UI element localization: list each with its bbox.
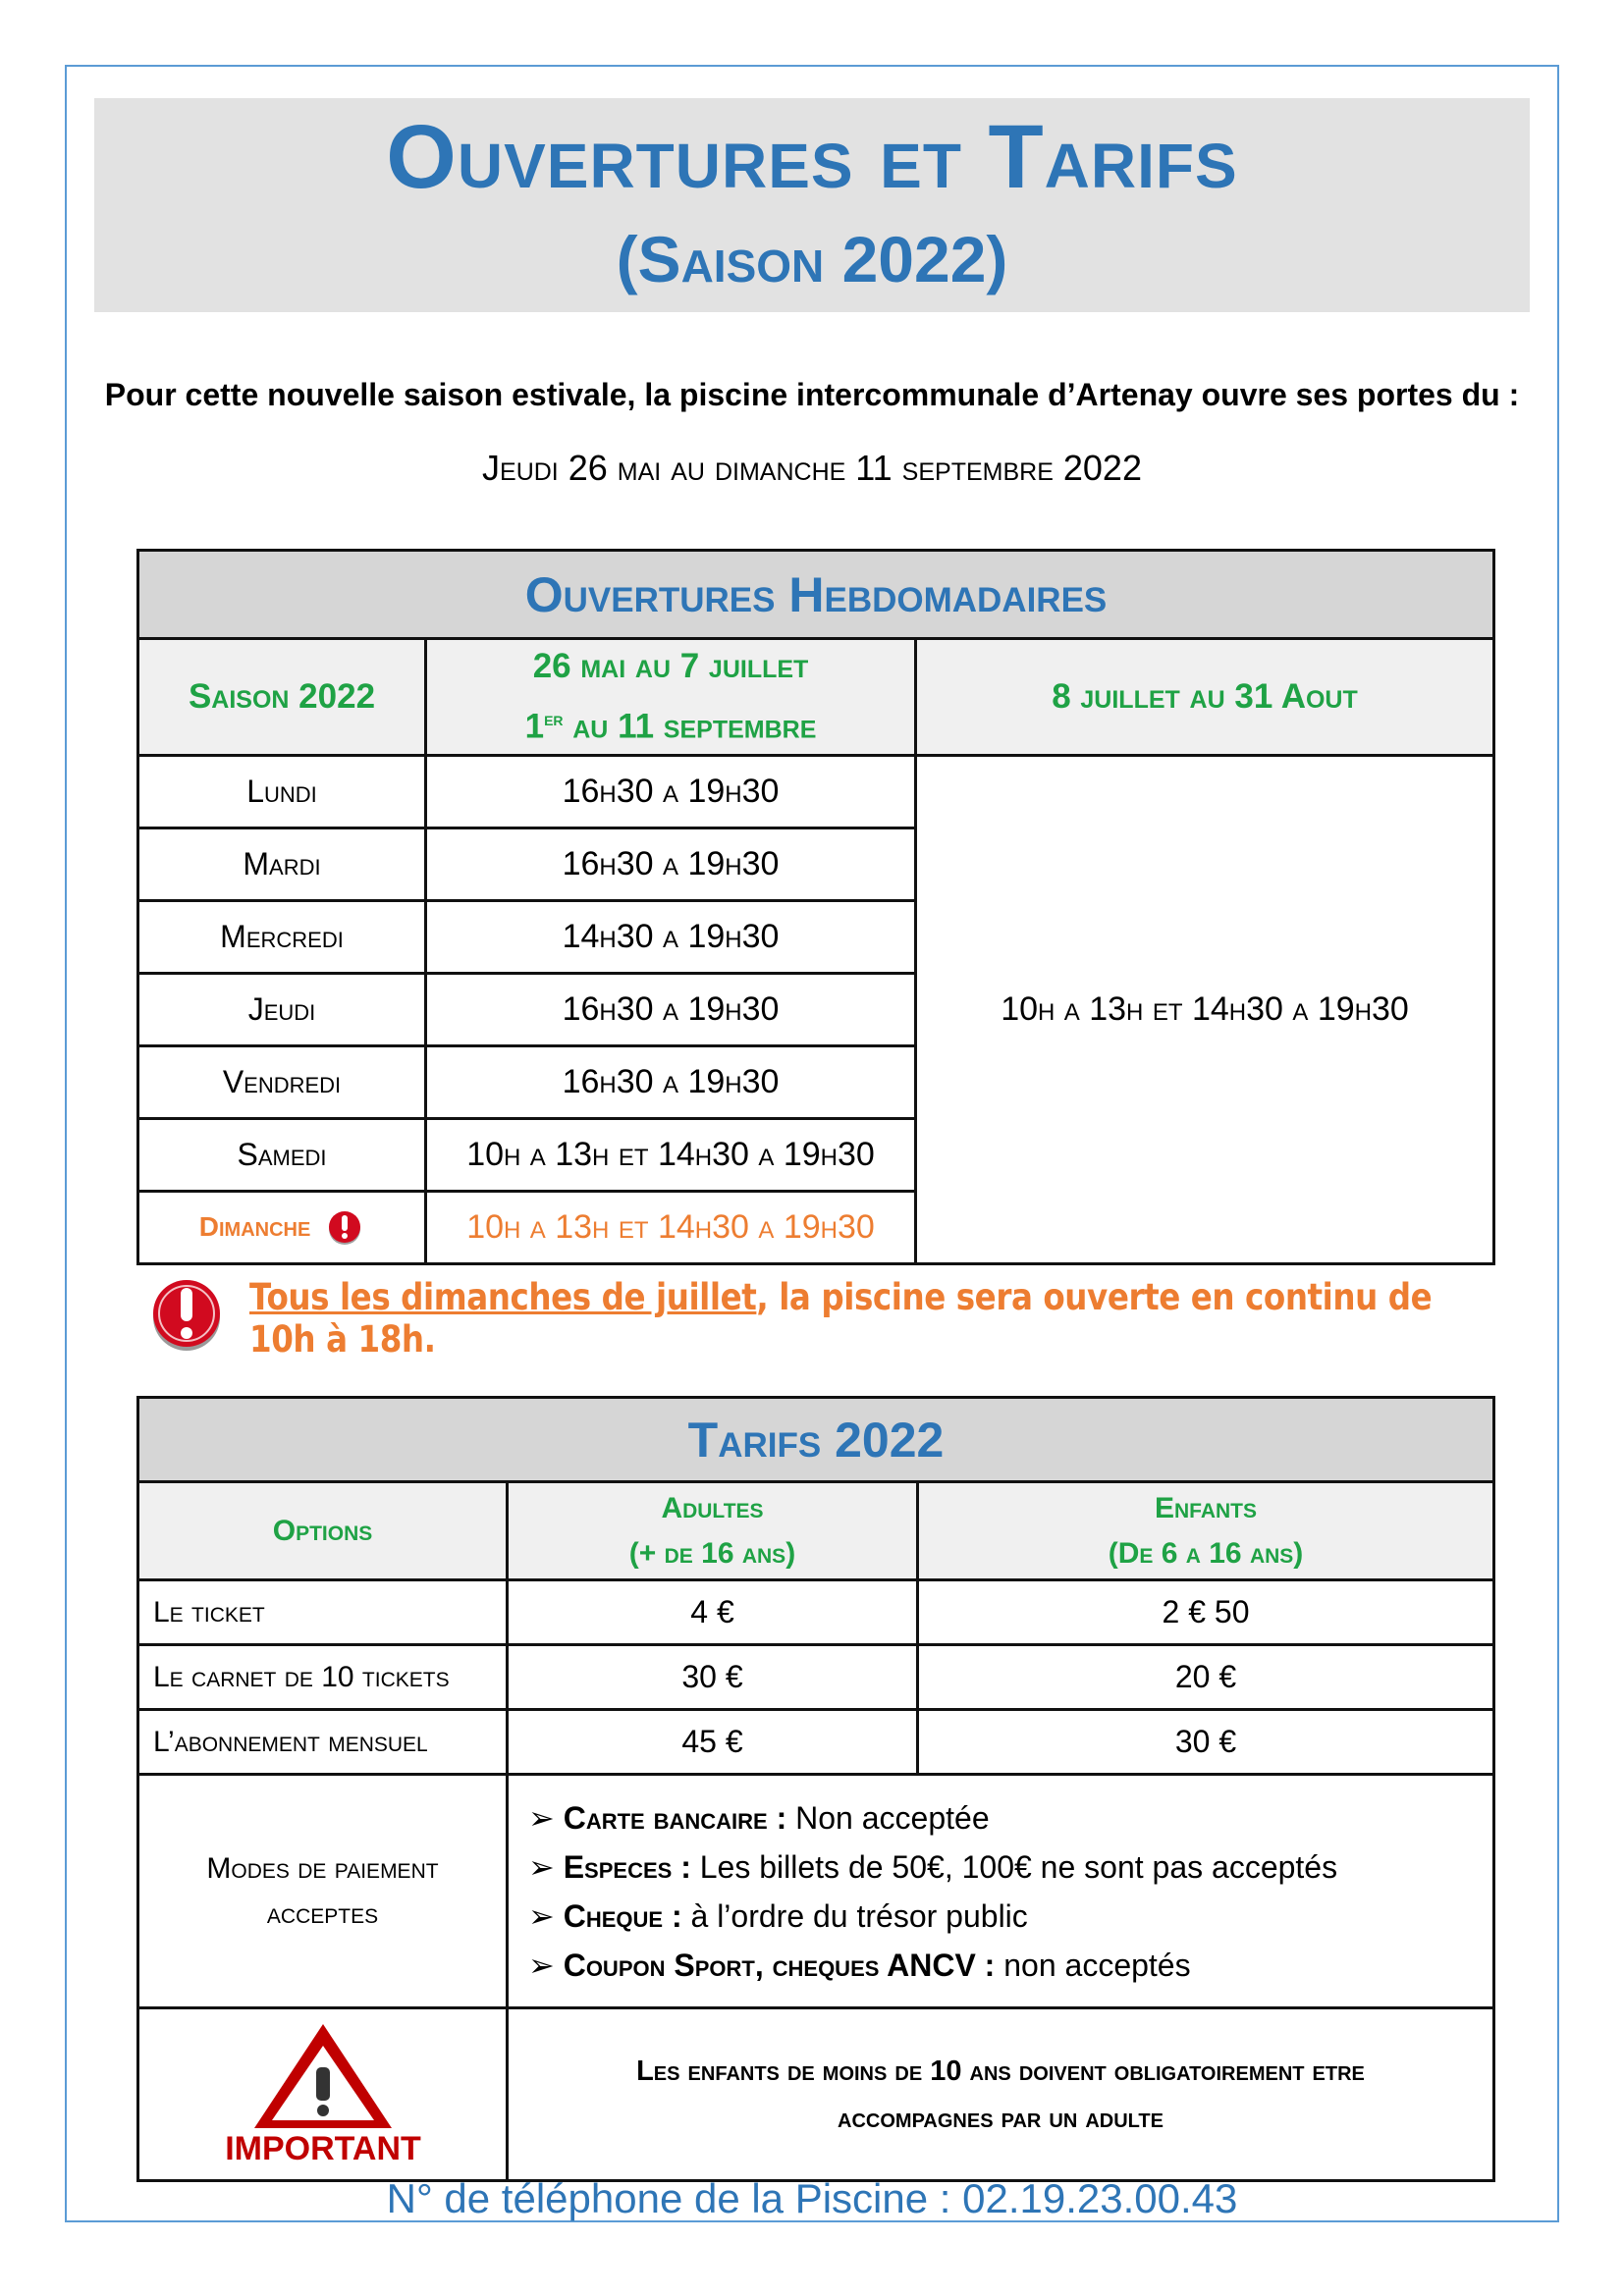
day-hours: 16h30 a 19h30 [424, 1043, 917, 1120]
sunday-notice-underlined: Tous les dimanches de juillet [249, 1276, 757, 1318]
col-period-1-line1: 26 mai au 7 juillet [532, 647, 809, 685]
opening-hours-table: Ouvertures Hebdomadaires Saison 2022 26 … [136, 549, 1495, 1265]
list-item: ➢ Especes : Les billets de 50€, 100€ ne … [528, 1848, 1338, 1885]
payment-list: ➢ Carte bancaire : Non acceptée ➢ Espece… [509, 1799, 1492, 1984]
day-label: Jeudi [136, 971, 427, 1047]
important-cell: IMPORTANT [136, 2006, 509, 2182]
table-row: Mardi 16h30 a 19h30 [136, 826, 1494, 902]
arrow-bullet-icon: ➢ [528, 1848, 564, 1885]
day-label: Mercredi [136, 898, 427, 975]
col-season: Saison 2022 [136, 637, 427, 757]
col-period-1: 26 mai au 7 juillet 1er au 11 septembre [424, 637, 917, 757]
payment-methods: ➢ Carte bancaire : Non acceptée ➢ Espece… [506, 1773, 1495, 2009]
option-label: Le carnet de 10 tickets [136, 1643, 509, 1711]
col-options: Options [136, 1480, 509, 1581]
exclamation-icon [153, 1280, 220, 1351]
col-children: Enfants (De 6 a 16 ans) [916, 1480, 1495, 1581]
page-title: Ouvertures et Tarifs [386, 107, 1238, 207]
page-subtitle: (Saison 2022) [616, 223, 1008, 295]
child-price: 2 € 50 [916, 1578, 1495, 1646]
arrow-bullet-icon: ➢ [528, 1799, 564, 1836]
important-row: IMPORTANT Les enfants de moins de 10 ans… [136, 2006, 1495, 2182]
child-price: 20 € [916, 1643, 1495, 1711]
title-banner: Ouvertures et Tarifs (Saison 2022) [94, 98, 1530, 312]
arrow-bullet-icon: ➢ [528, 1897, 564, 1934]
child-price: 30 € [916, 1708, 1495, 1776]
option-label: L’abonnement mensuel [136, 1708, 509, 1776]
list-item: ➢ Coupon Sport, cheques ANCV : non accep… [528, 1947, 1191, 1983]
important-text: Les enfants de moins de 10 ans doivent o… [506, 2006, 1495, 2182]
important-label: IMPORTANT [225, 2130, 421, 2165]
table-row: Jeudi 16h30 a 19h30 [136, 971, 1494, 1047]
adult-price: 4 € [506, 1578, 919, 1646]
option-label: Le ticket [136, 1578, 509, 1646]
list-item: ➢ Cheque : à l’ordre du trésor public [528, 1897, 1028, 1934]
page-border [65, 65, 1559, 2222]
table-row: Vendredi 16h30 a 19h30 [136, 1043, 1494, 1120]
intro-text: Pour cette nouvelle saison estivale, la … [104, 377, 1520, 412]
day-label: Mardi [136, 826, 427, 902]
adult-price: 45 € [506, 1708, 919, 1776]
opening-hours-title: Ouvertures Hebdomadaires [136, 549, 1495, 640]
table-row: Le carnet de 10 tickets 30 € 20 € [136, 1643, 1495, 1711]
col-adults: Adultes (+ de 16 ans) [506, 1480, 919, 1581]
payment-label: Modes de paiement acceptes [136, 1773, 509, 2009]
sunday-notice: Tous les dimanches de juillet, la piscin… [249, 1276, 1459, 1361]
day-hours: 16h30 a 19h30 [424, 826, 917, 902]
day-hours: 14h30 a 19h30 [424, 898, 917, 975]
day-hours: 10h a 13h et 14h30 a 19h30 [424, 1116, 917, 1193]
table-row: L’abonnement mensuel 45 € 30 € [136, 1708, 1495, 1776]
season-dates: Jeudi 26 mai au dimanche 11 septembre 20… [482, 448, 1142, 488]
adult-price: 30 € [506, 1643, 919, 1711]
warning-triangle-icon: IMPORTANT [225, 2024, 421, 2167]
day-hours: 16h30 a 19h30 [424, 971, 917, 1047]
tarifs-table: Tarifs 2022 Options Adultes (+ de 16 ans… [136, 1396, 1495, 2182]
day-label: Samedi [136, 1116, 427, 1193]
arrow-bullet-icon: ➢ [528, 1947, 564, 1983]
phone-number: N° de téléphone de la Piscine : 02.19.23… [386, 2175, 1238, 2221]
col-period-1-line2: 1er au 11 septembre [524, 707, 817, 746]
tarifs-title: Tarifs 2022 [136, 1396, 1495, 1483]
table-row: Lundi 16h30 a 19h30 10h a 13h et 14h30 a… [136, 753, 1495, 1265]
day-label: Lundi [136, 753, 427, 829]
sunday-cell: Dimanche [136, 1189, 427, 1265]
col-period-2: 8 juillet au 31 Aout [914, 637, 1495, 757]
exclamation-icon [329, 1211, 361, 1246]
day-label: Dimanche [198, 1210, 311, 1242]
sunday-notice-rest: , la piscine sera ouverte en continu de … [249, 1276, 1433, 1361]
summer-hours: 10h a 13h et 14h30 a 19h30 [914, 753, 1495, 1265]
day-hours: 16h30 a 19h30 [424, 753, 917, 829]
payment-row: Modes de paiement acceptes ➢ Carte banca… [136, 1773, 1495, 2009]
day-label: Vendredi [136, 1043, 427, 1120]
table-row: Dimanche 10h a 13h et 14h30 a 19h30 [136, 1189, 1494, 1265]
table-row: Mercredi 14h30 a 19h30 [136, 898, 1494, 975]
table-row: Le ticket 4 € 2 € 50 [136, 1578, 1495, 1646]
table-row: Samedi 10h a 13h et 14h30 a 19h30 [136, 1116, 1494, 1193]
list-item: ➢ Carte bancaire : Non acceptée [528, 1799, 990, 1836]
day-hours: 10h a 13h et 14h30 a 19h30 [424, 1189, 917, 1265]
